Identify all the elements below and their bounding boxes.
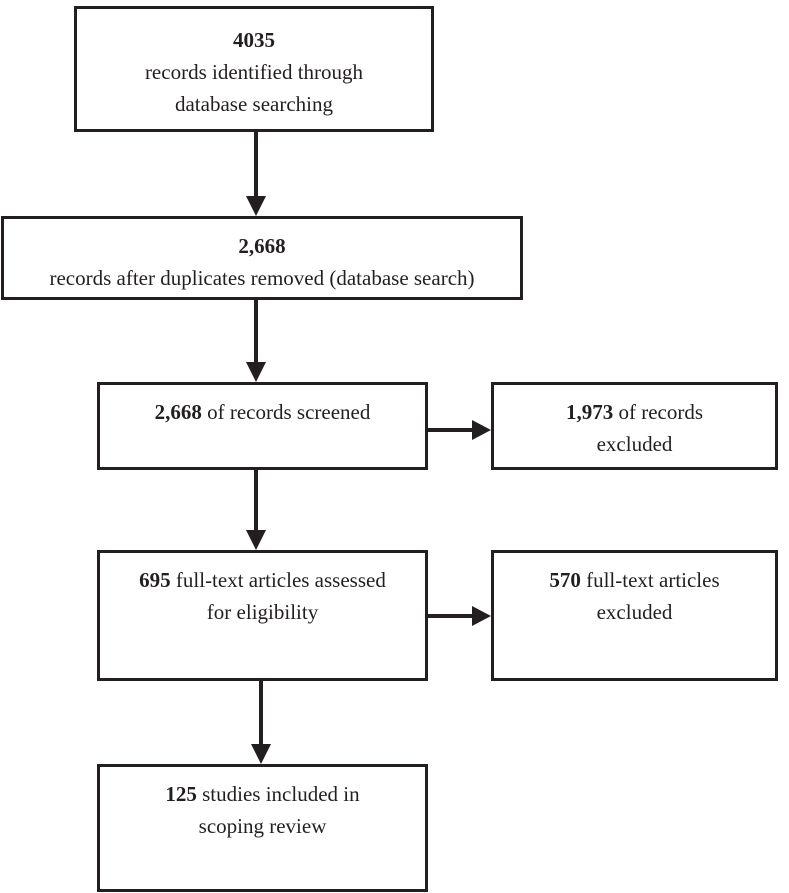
studies-included-line1: 125 studies included in [100,778,425,810]
records-deduplicated-count: 2,668 [238,234,286,258]
records-excluded-line1: 1,973 of records [494,396,775,428]
fulltext-excluded-text-line1: full-text articles [580,568,720,592]
studies-included-text-line1: studies included in [196,782,360,806]
records-excluded-count: 1,973 [565,400,614,424]
records-identified-count: 4035 [233,28,275,52]
records-screened-box: 2,668 of records screened [97,382,428,470]
records-screened-line: 2,668 of records screened [100,396,425,428]
arrow-eligibility-to-included [251,681,271,764]
arrow-eligibility-to-excluded [428,606,491,626]
records-identified-box: 4035 records identified through database… [74,6,434,132]
records-screened-text: of records screened [201,400,371,424]
records-screened-count: 2,668 [154,400,202,424]
fulltext-assessed-box: 695 full-text articles assessed for elig… [97,550,428,681]
arrow-screened-to-excluded [428,420,491,440]
records-excluded-box: 1,973 of records excluded [491,382,778,470]
arrow-screened-to-eligibility [246,470,266,550]
studies-included-count: 125 [165,782,197,806]
fulltext-excluded-count: 570 [549,568,581,592]
studies-included-box: 125 studies included in scoping review [97,764,428,892]
records-deduplicated-text: records after duplicates removed (databa… [49,266,475,290]
fulltext-excluded-text-line2: excluded [596,600,673,624]
records-identified-text-line2: database searching [174,92,333,116]
studies-included-text-line2: scoping review [198,814,327,838]
fulltext-assessed-count: 695 [139,568,171,592]
arrow-deduplicated-to-screened [246,300,266,382]
fulltext-excluded-box: 570 full-text articles excluded [491,550,778,681]
arrow-identified-to-deduplicated [246,132,266,216]
fulltext-assessed-text-line2: for eligibility [206,600,319,624]
fulltext-assessed-text-line1: full-text articles assessed [170,568,386,592]
records-excluded-text-line1: of records [613,400,704,424]
fulltext-assessed-line1: 695 full-text articles assessed [100,564,425,596]
records-deduplicated-box: 2,668 records after duplicates removed (… [1,216,523,300]
fulltext-excluded-line1: 570 full-text articles [494,564,775,596]
records-excluded-text-line2: excluded [596,432,673,456]
records-identified-text-line1: records identified through [144,60,364,84]
